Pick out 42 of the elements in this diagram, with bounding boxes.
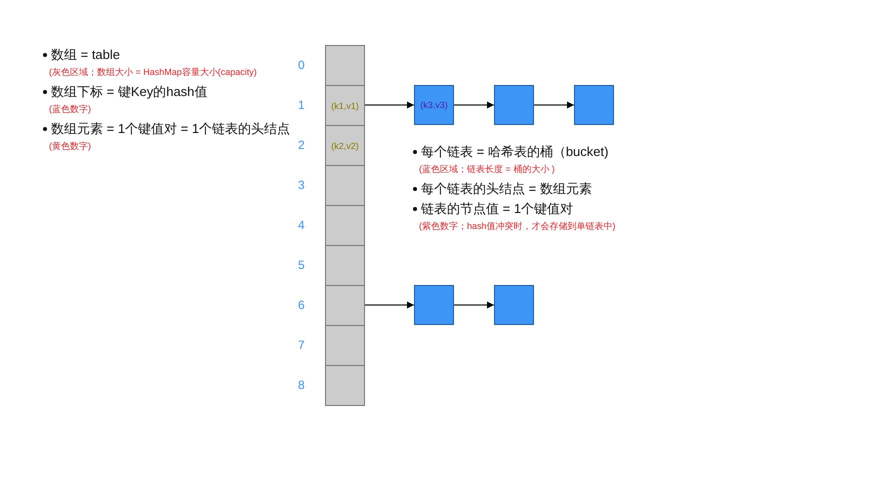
array-cell — [325, 285, 365, 326]
list-node — [414, 285, 454, 325]
bullet-text: 链表的节点值 = 1个键值对 — [421, 200, 574, 218]
array-cell — [325, 125, 365, 166]
index-number: 6 — [298, 298, 305, 312]
bullet-text: 数组 = table — [51, 46, 120, 64]
note-text: (紫色数字；hash值冲突时，才会存储到单链表中) — [418, 220, 616, 233]
note-text: (黄色数字) — [48, 140, 92, 153]
array-cell — [325, 325, 365, 366]
index-number: 2 — [298, 138, 305, 152]
index-number: 3 — [298, 178, 305, 192]
note-text: (灰色区域；数组大小 = HashMap容量大小(capacity) — [48, 66, 258, 79]
cell-text: (k3,v3) — [420, 100, 448, 110]
cell-text: (k2,v2) — [331, 140, 359, 150]
list-node — [494, 85, 534, 125]
arrow — [364, 102, 414, 108]
arrow — [454, 302, 494, 308]
note-text: (蓝色区域；链表长度 = 桶的大小 ) — [418, 163, 556, 176]
array-cell — [325, 165, 365, 206]
bullet-text: 每个链表 = 哈希表的桶（bucket) — [421, 143, 608, 161]
bullet-text: 数组下标 = 键Key的hash值 — [51, 83, 208, 101]
index-number: 5 — [298, 258, 305, 272]
index-number: 8 — [298, 378, 305, 392]
array-cell — [325, 365, 365, 406]
bullet-text: 每个链表的头结点 = 数组元素 — [421, 180, 592, 198]
list-node — [574, 85, 614, 125]
array-cell — [325, 85, 365, 126]
index-number: 4 — [298, 218, 305, 232]
note-text: (蓝色数字) — [48, 103, 92, 116]
array-cell — [325, 45, 365, 86]
array-cell — [325, 205, 365, 246]
index-number: 1 — [298, 98, 305, 112]
index-number: 7 — [298, 338, 305, 352]
index-number: 0 — [298, 58, 305, 72]
list-node — [414, 85, 454, 125]
bullet-text: 数组元素 = 1个键值对 = 1个链表的头结点 — [51, 120, 290, 138]
arrow — [534, 102, 574, 108]
list-node — [494, 285, 534, 325]
array-cell — [325, 245, 365, 286]
arrow — [364, 302, 414, 308]
arrow — [454, 102, 494, 108]
cell-text: (k1,v1) — [331, 100, 359, 110]
